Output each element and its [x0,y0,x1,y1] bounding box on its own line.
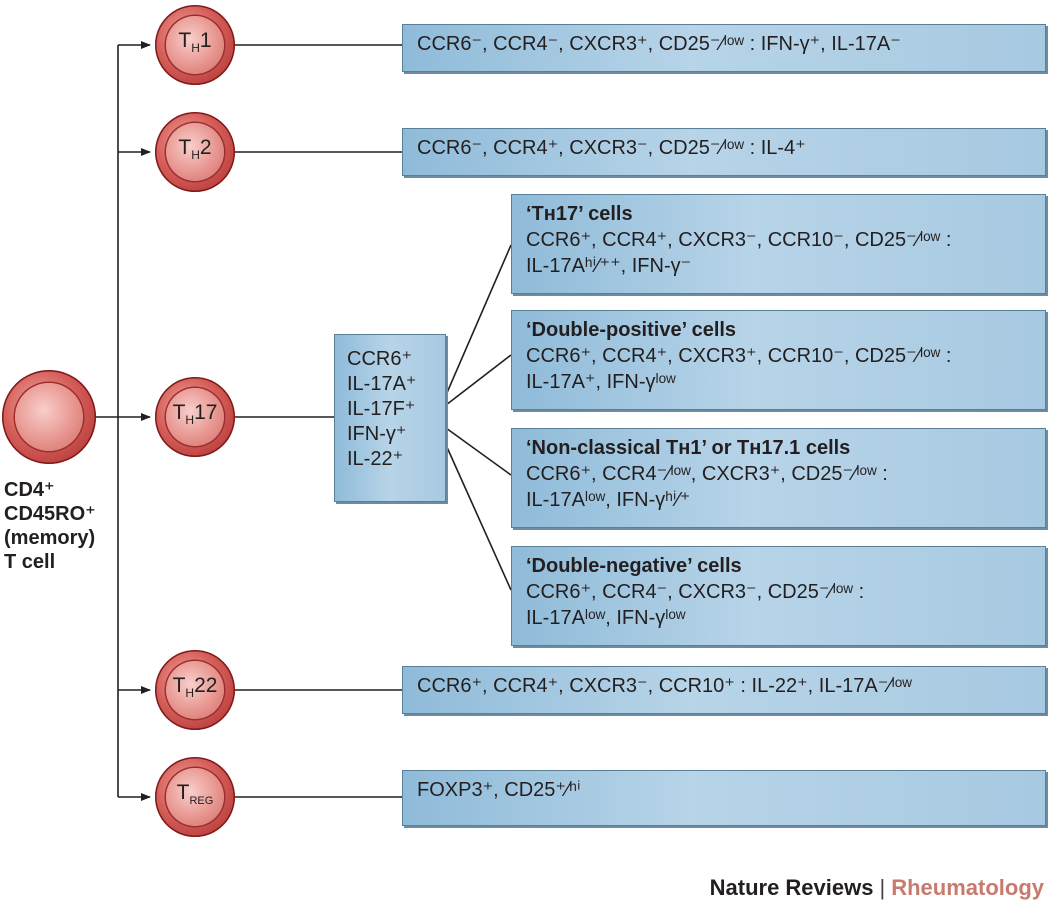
memory-label-line: CD45RO⁺ [4,503,96,525]
th1-phenotype-box: CCR6⁻, CCR4⁻, CXCR3⁺, CD25⁻⁄ˡᵒʷ : IFN-γ⁺… [402,24,1046,72]
treg-phenotype-text: FOXP3⁺, CD25⁺⁄ʰⁱ [417,779,581,801]
th2-label: TH2 [178,136,212,162]
treg-cell: TREG [155,757,235,837]
th22-label: TH22 [172,674,218,700]
th22-phenotype-box: CCR6⁺, CCR4⁺, CXCR3⁻, CCR10⁺ : IL-22⁺, I… [402,666,1046,714]
double-negative-title: ‘Double-negative’ cells [526,555,742,577]
publisher-name: Nature Reviews [709,875,874,900]
double-negative-markers: CCR6⁺, CCR4⁻, CXCR3⁻, CD25⁻⁄ˡᵒʷ : [526,581,865,603]
non-classical-markers: CCR6⁺, CCR4⁻⁄ˡᵒʷ, CXCR3⁺, CD25⁻⁄ˡᵒʷ : [526,463,888,485]
non-classical-box: ‘Non-classical Tʜ1’ or Tʜ17.1 cells CCR6… [511,428,1046,528]
link-markers-double-positive [445,354,512,406]
journal-name: Rheumatology [891,875,1044,900]
link-markers-non-classical [445,427,512,476]
th17-marker: IFN-γ⁺ [347,423,407,445]
link-markers-double-negative [445,444,512,591]
th2-phenotype-text: CCR6⁻, CCR4⁺, CXCR3⁻, CD25⁻⁄ˡᵒʷ : IL-4⁺ [417,137,806,159]
double-positive-title: ‘Double-positive’ cells [526,319,737,341]
th17-marker: IL-22⁺ [347,448,404,470]
th17-cells-title: ‘Tʜ17’ cells [526,203,633,225]
th22-cell: TH22 [155,650,235,730]
th17-cell: TH17 [155,377,235,457]
memory-label-line: (memory) [4,527,96,549]
th17-label: TH17 [172,401,218,427]
double-negative-box: ‘Double-negative’ cells CCR6⁺, CCR4⁻, CX… [511,546,1046,646]
th17-cells-cytokines: IL-17Aʰⁱ⁄⁺⁺, IFN-γ⁻ [526,255,692,277]
th17-marker: IL-17F⁺ [347,398,416,420]
double-positive-cytokines: IL-17A⁺, IFN-γˡᵒʷ [526,371,676,393]
double-negative-cytokines: IL-17Aˡᵒʷ, IFN-γˡᵒʷ [526,607,686,629]
memory-label-line: T cell [4,551,56,573]
memory-t-cell-label: CD4⁺ CD45RO⁺ (memory) T cell [4,478,96,574]
treg-label: TREG [176,781,214,807]
link-markers-th17-cells [445,244,512,396]
th17-cells-markers: CCR6⁺, CCR4⁺, CXCR3⁻, CCR10⁻, CD25⁻⁄ˡᵒʷ … [526,229,952,251]
th1-phenotype-text: CCR6⁻, CCR4⁻, CXCR3⁺, CD25⁻⁄ˡᵒʷ : IFN-γ⁺… [417,33,901,55]
treg-phenotype-box: FOXP3⁺, CD25⁺⁄ʰⁱ [402,770,1046,826]
double-positive-markers: CCR6⁺, CCR4⁺, CXCR3⁺, CCR10⁻, CD25⁻⁄ˡᵒʷ … [526,345,952,367]
th2-cell: TH2 [155,112,235,192]
th1-cell: TH1 [155,5,235,85]
th17-marker-box: CCR6⁺ IL-17A⁺ IL-17F⁺ IFN-γ⁺ IL-22⁺ [334,334,446,502]
memory-label-line: CD4⁺ [4,479,55,501]
th22-phenotype-text: CCR6⁺, CCR4⁺, CXCR3⁻, CCR10⁺ : IL-22⁺, I… [417,675,912,697]
non-classical-title: ‘Non-classical Tʜ1’ or Tʜ17.1 cells [526,437,851,459]
th2-phenotype-box: CCR6⁻, CCR4⁺, CXCR3⁻, CD25⁻⁄ˡᵒʷ : IL-4⁺ [402,128,1046,176]
double-positive-box: ‘Double-positive’ cells CCR6⁺, CCR4⁺, CX… [511,310,1046,410]
non-classical-cytokines: IL-17Aˡᵒʷ, IFN-γʰⁱ⁄⁺ [526,489,691,511]
memory-t-cell [2,370,96,464]
th17-cells-box: ‘Tʜ17’ cells CCR6⁺, CCR4⁺, CXCR3⁻, CCR10… [511,194,1046,294]
th17-marker: IL-17A⁺ [347,373,417,395]
credit-separator: | [879,875,886,900]
journal-credit: Nature Reviews|Rheumatology [710,875,1044,901]
th1-label: TH1 [178,29,212,55]
th17-marker: CCR6⁺ [347,348,413,370]
